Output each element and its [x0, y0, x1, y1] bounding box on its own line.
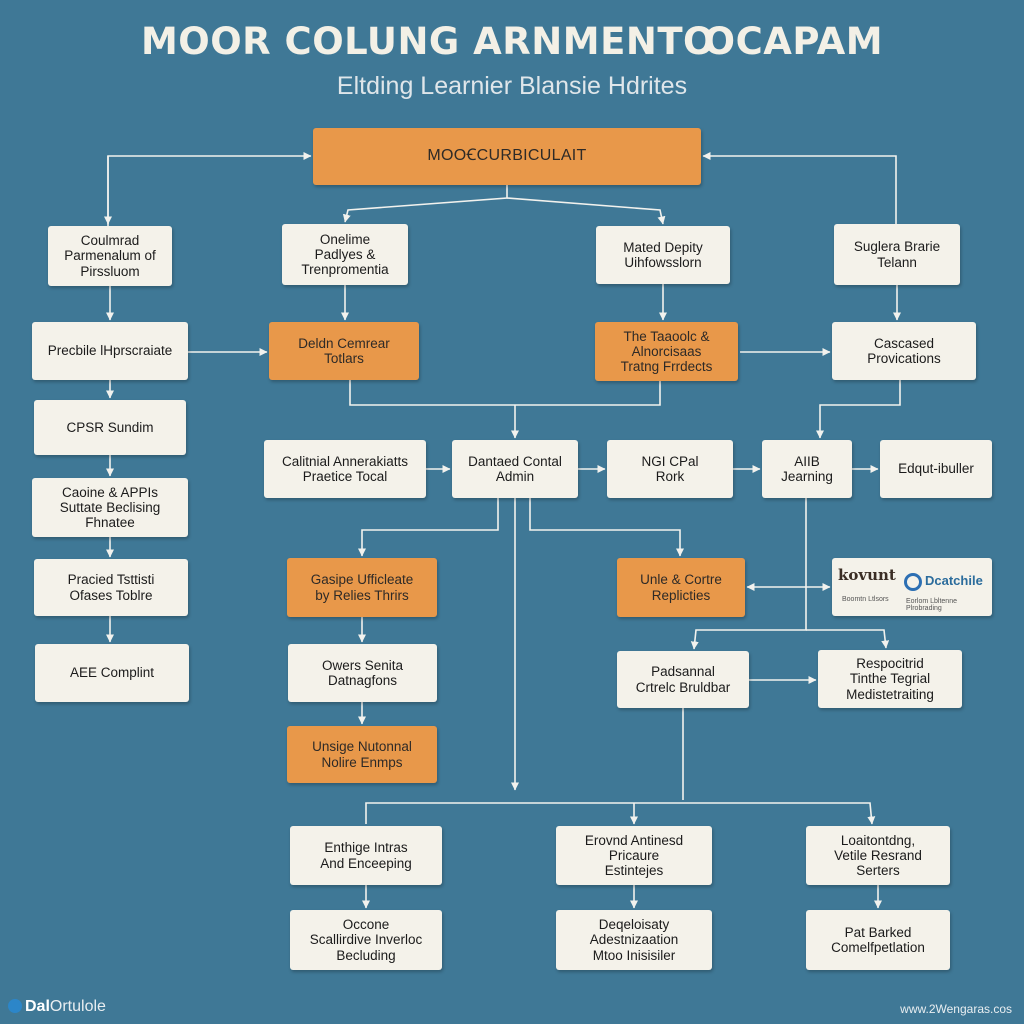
node-c4-b: Cascased Provications — [832, 322, 976, 380]
page-title: MOOR COLUNG ARNMENTꝎCAPAM — [140, 20, 884, 63]
node-left-b: Owers Senita Datnagfons — [288, 644, 437, 702]
node-c1-f: AEE Complint — [35, 644, 189, 702]
partner-logo-right: Dcatchile — [925, 573, 983, 588]
node-bottom-1a: Enthige Intras And Enceeping — [290, 826, 442, 885]
partner-logo-left: kovunt — [838, 566, 896, 584]
node-mid-a: Unle & Cortre Replicties — [617, 558, 745, 617]
connector-34 — [365, 802, 876, 825]
node-c2-a: Onelime Padlyes & Trenpromentia — [282, 224, 408, 285]
partner-logo-right-caption: Eorlom Lbltenne Plrobrading — [906, 598, 957, 612]
footer-brand: DalOrtulole — [8, 998, 106, 1016]
node-mid-b: Padsannal Crtrelc Bruldbar — [617, 651, 749, 708]
connector-18 — [816, 380, 901, 439]
footer-url: www.2Wengaras.cos — [900, 1002, 1012, 1016]
node-c2-b: Deldn Cemrear Totlars — [269, 322, 419, 380]
node-top-curriculum: MOOꞒCURBICULAIT — [313, 128, 701, 185]
connector-1 — [107, 152, 312, 226]
node-left-c: Unsige Nutonnal Nolire Enmps — [287, 726, 437, 783]
connector-5 — [506, 197, 666, 225]
node-bottom-3a: Loaitontdng, Vetile Resrand Serters — [806, 826, 950, 885]
partner-logo-left-caption: Boomtn Ltlsors — [842, 596, 889, 603]
brand-logo-icon — [8, 999, 22, 1013]
node-bottom-2a: Erovnd Antinesd Pricaure Estintejes — [556, 826, 712, 885]
node-c1-e: Pracied Tsttisti Ofases Toblre — [34, 559, 188, 616]
node-row-a: Calitnial Annerakiatts Praetice Tocal — [264, 440, 426, 498]
node-c1-d: Caoine & APPIs Suttate Beclising Fhnatee — [32, 478, 188, 537]
node-row-e: Edqut-ibuller — [880, 440, 992, 498]
partner-logo-icon — [904, 573, 922, 591]
connector-16 — [349, 380, 661, 406]
connector-29 — [806, 629, 890, 649]
partner-logos: kovunt Boomtn Ltlsors Dcatchile Eorlom L… — [832, 558, 992, 616]
node-row-b: Dantaed Contal Admin — [452, 440, 578, 498]
connector-24 — [529, 498, 684, 557]
connector-23 — [358, 498, 499, 557]
node-row-d: AIIB Jearning — [762, 440, 852, 498]
node-c3-b: The Taaoolc & Alnorcisaas Tratng Frrdect… — [595, 322, 738, 381]
node-c1-c: CPSR Sundim — [34, 400, 186, 455]
node-bottom-2b: Deqeloisaty Adestnizaation Mtoo Inisisil… — [556, 910, 712, 970]
footer-brand-bold: Dal — [25, 998, 50, 1015]
node-left-a: Gasipe Ufficleate by Relies Thrirs — [287, 558, 437, 617]
connector-28 — [690, 498, 807, 650]
connector-3 — [702, 152, 897, 224]
node-c1-b: Precbile lHprscraiate — [32, 322, 188, 380]
page-subtitle: Eltding Learnier Blansie Hdrites — [336, 72, 688, 100]
node-c1-a: Coulmrad Parmenalum of Pirssluom — [48, 226, 172, 286]
connector-4 — [342, 185, 508, 223]
node-mid-c: Respocitrid Tinthe Tegrial Medistetraiti… — [818, 650, 962, 708]
footer-brand-rest: Ortulole — [49, 998, 106, 1015]
node-row-c: NGI CPal Rork — [607, 440, 733, 498]
node-bottom-3b: Pat Barked Comelfpetlation — [806, 910, 950, 970]
node-c3-a: Mated Depity Uihfowsslorn — [596, 226, 730, 284]
node-c4-a: Suglera Brarie Telann — [834, 224, 960, 285]
node-bottom-1b: Occone Scallirdive Inverloc Becluding — [290, 910, 442, 970]
